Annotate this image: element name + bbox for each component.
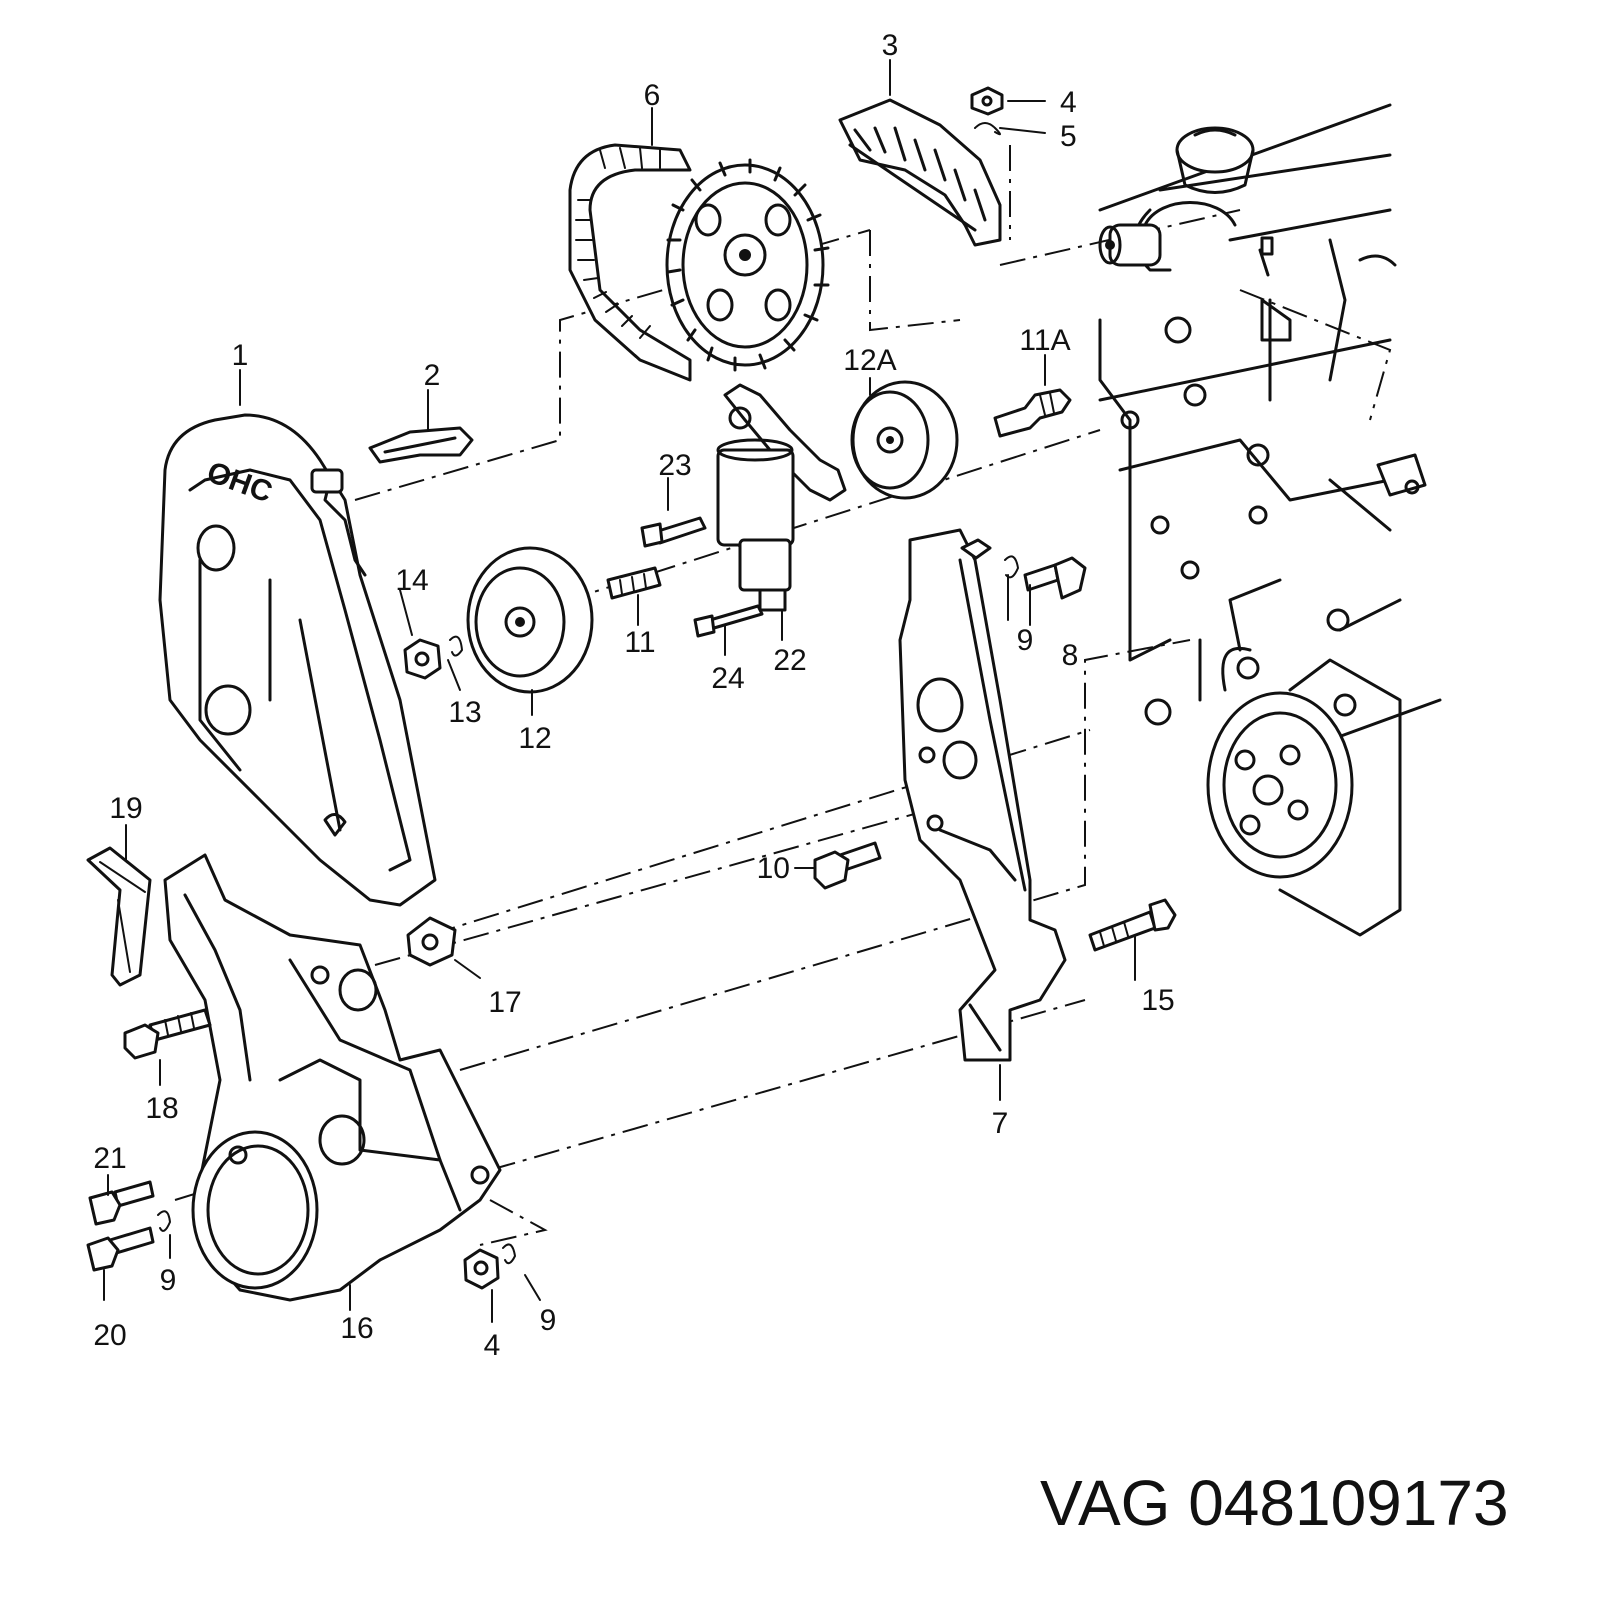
stud-11a bbox=[993, 388, 1072, 438]
callout-labels: 1 2 3 4 5 6 7 8 9 9 9 10 11 11A 12 12A 1… bbox=[93, 29, 1174, 1362]
idler-pulley bbox=[466, 546, 594, 694]
callout-24: 24 bbox=[711, 662, 744, 695]
callout-6: 6 bbox=[644, 79, 661, 112]
upper-timing-cover: OHC bbox=[158, 413, 437, 907]
callout-4-top: 4 bbox=[1060, 86, 1077, 119]
callout-17: 17 bbox=[488, 986, 521, 1019]
callout-11a: 11A bbox=[1019, 324, 1070, 357]
callout-22: 22 bbox=[773, 644, 806, 677]
stud-11 bbox=[606, 566, 662, 600]
rear-cover-segment bbox=[838, 98, 1002, 247]
callout-13: 13 bbox=[448, 696, 481, 729]
bolt-18 bbox=[123, 1008, 212, 1060]
washer-9-bottom bbox=[502, 1243, 516, 1265]
callout-8: 8 bbox=[1062, 639, 1079, 672]
callout-16: 16 bbox=[340, 1312, 373, 1345]
washer-9-left bbox=[157, 1210, 171, 1232]
callout-2: 2 bbox=[424, 359, 441, 392]
callout-23: 23 bbox=[658, 449, 691, 482]
callout-12a: 12A bbox=[843, 344, 896, 377]
timing-belt bbox=[568, 143, 692, 382]
callout-10: 10 bbox=[757, 852, 790, 885]
callout-18: 18 bbox=[145, 1092, 178, 1125]
callout-9-left: 9 bbox=[160, 1264, 177, 1297]
bolt-8 bbox=[1023, 556, 1087, 600]
bracket-small bbox=[960, 538, 992, 560]
seal-strip bbox=[86, 846, 152, 987]
camshaft-sprocket bbox=[665, 158, 830, 372]
callout-7: 7 bbox=[992, 1107, 1009, 1140]
leader-lines bbox=[103, 59, 1136, 1323]
callout-11: 11 bbox=[624, 626, 655, 659]
bolt-15 bbox=[1088, 898, 1177, 952]
nut-14-washer-13 bbox=[403, 635, 463, 680]
nut-4-bottom bbox=[463, 1248, 500, 1290]
callout-3: 3 bbox=[882, 29, 899, 62]
nut-and-washer-top bbox=[970, 86, 1004, 136]
callout-5: 5 bbox=[1060, 120, 1077, 153]
callout-9-right: 9 bbox=[1017, 624, 1034, 657]
callout-19: 19 bbox=[109, 792, 142, 825]
washer-9-right bbox=[1004, 555, 1019, 579]
rear-timing-cover bbox=[898, 528, 1067, 1062]
clip bbox=[368, 426, 474, 464]
lower-timing-cover bbox=[163, 853, 502, 1302]
callout-4-bottom: 4 bbox=[484, 1329, 501, 1362]
spacer-17 bbox=[406, 916, 457, 967]
callout-1: 1 bbox=[232, 339, 249, 372]
callout-15: 15 bbox=[1141, 984, 1174, 1017]
callout-20: 20 bbox=[93, 1319, 126, 1352]
part-reference-title: VAG 048109173 bbox=[1040, 1467, 1509, 1539]
callout-12: 12 bbox=[518, 722, 551, 755]
tensioner-roller bbox=[850, 380, 959, 500]
callout-21: 21 bbox=[93, 1142, 126, 1175]
bolt-21 bbox=[88, 1180, 155, 1226]
callout-9-bottom: 9 bbox=[540, 1304, 557, 1337]
tensioner-arm bbox=[640, 383, 847, 638]
callout-14: 14 bbox=[395, 564, 428, 597]
bolt-10 bbox=[813, 841, 882, 890]
crankshaft-pulley bbox=[1144, 578, 1402, 937]
bolt-20 bbox=[86, 1226, 155, 1272]
engine-block bbox=[1098, 103, 1442, 742]
